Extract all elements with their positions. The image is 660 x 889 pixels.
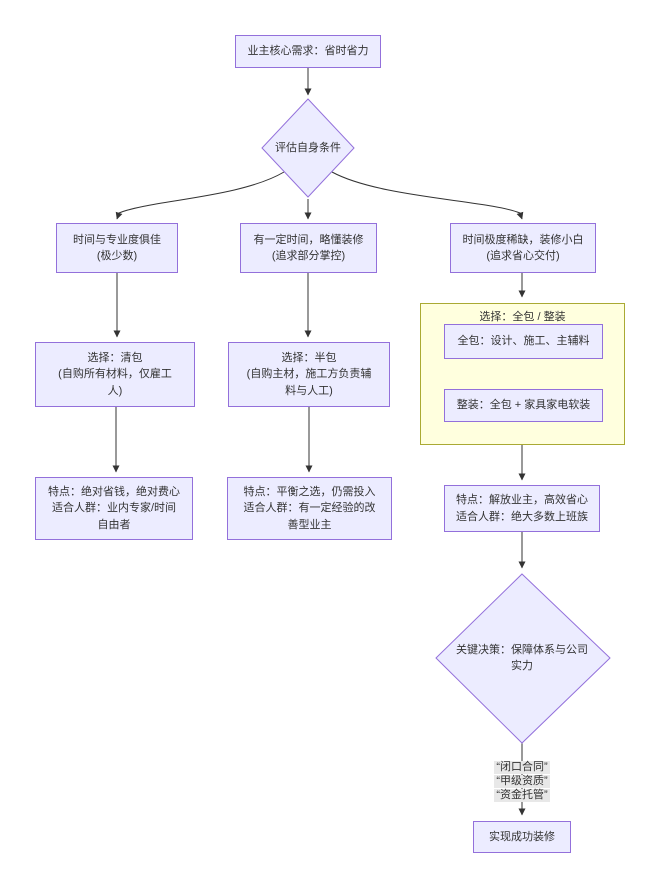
decision-diamond-guarantee <box>435 573 611 744</box>
node-choice-qingbao: 选择：清包 (自购所有材料，仅雇工 人) <box>35 342 195 407</box>
node-quanbao: 全包：设计、施工、主辅料 <box>444 324 603 359</box>
node-feature-quanbao: 特点：解放业主，高效省心 适合人群：绝大多数上班族 <box>444 485 600 532</box>
node-decision-guarantee-label: 关键决策：保障体系与公司 实力 <box>456 643 588 673</box>
node-decision-evaluate-label: 评估自身条件 <box>275 141 341 154</box>
edge-label-fund-escrow: “资金托管” <box>494 789 550 802</box>
node-end: 实现成功装修 <box>473 821 571 853</box>
node-feature-qingbao: 特点：绝对省钱，绝对费心 适合人群：业内专家/时间 自由者 <box>35 477 193 540</box>
edge-decision-novice <box>331 171 524 220</box>
decision-diamond-evaluate <box>261 98 355 198</box>
node-choice-banbao: 选择：半包 (自购主材，施工方负责辅 料与人工) <box>228 342 390 407</box>
node-branch-expert: 时间与专业度俱佳 (极少数) <box>56 223 178 273</box>
edge-label-guarantee-items: “闭口合同” “甲级资质” “资金托管” <box>472 761 572 802</box>
edge-decision-expert <box>115 171 285 220</box>
edge-label-closed-contract: “闭口合同” <box>494 761 550 774</box>
node-branch-partial: 有一定时间，略懂装修 (追求部分掌控) <box>240 223 377 273</box>
group-quanbao-zhengzhuang-title: 选择：全包 / 整装 <box>479 311 566 323</box>
node-branch-novice: 时间极度稀缺，装修小白 (追求省心交付) <box>450 223 596 273</box>
edge-label-grade-a-qualification: “甲级资质” <box>494 775 550 788</box>
node-start: 业主核心需求：省时省力 <box>235 35 381 68</box>
node-feature-banbao: 特点：平衡之选，仍需投入 适合人群：有一定经验的改 善型业主 <box>227 477 392 540</box>
node-zhengzhuang: 整装：全包 + 家具家电软装 <box>444 389 603 422</box>
